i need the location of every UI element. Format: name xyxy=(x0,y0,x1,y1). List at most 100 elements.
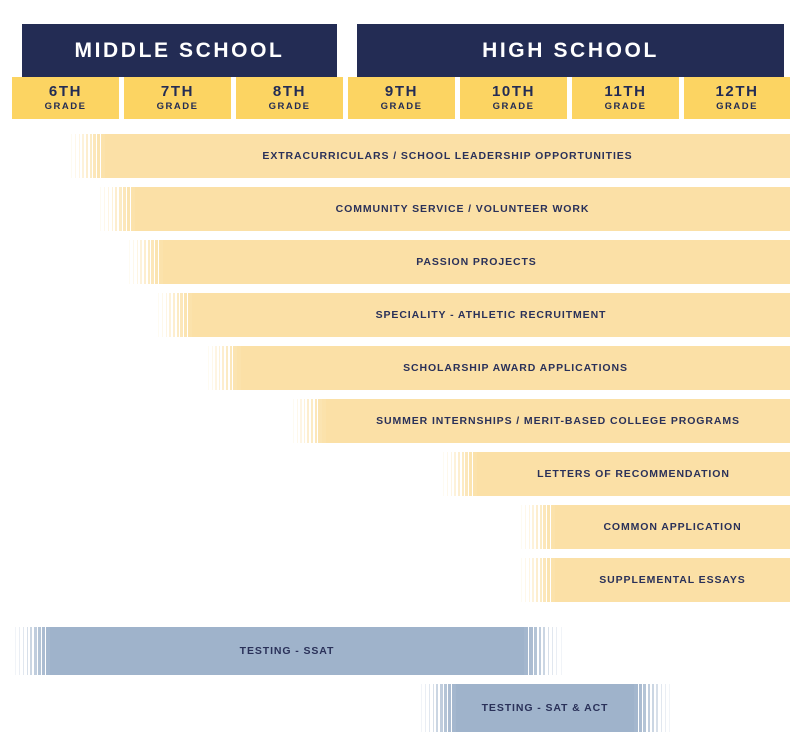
fade-stripe xyxy=(159,240,163,284)
task-bar-label: LETTERS OF RECOMMENDATION xyxy=(537,468,730,480)
task-bar-body[interactable]: EXTRACURRICULARS / SCHOOL LEADERSHIP OPP… xyxy=(105,134,790,178)
task-bar-body[interactable]: PASSION PROJECTS xyxy=(163,240,790,284)
fade-stripe xyxy=(115,187,118,231)
fade-stripe xyxy=(425,684,427,732)
fade-stripe xyxy=(432,684,435,732)
task-bar-body[interactable]: COMMUNITY SERVICE / VOLUNTEER WORK xyxy=(135,187,790,231)
fade-stripe xyxy=(208,346,209,390)
fade-stripe xyxy=(161,293,163,337)
task-bar-body[interactable]: SUPPLEMENTAL ESSAYS xyxy=(555,558,790,602)
fade-stripe xyxy=(296,399,298,443)
bar-fade-left xyxy=(155,293,192,337)
fade-stripe xyxy=(436,684,439,732)
fade-stripe xyxy=(140,240,142,284)
fade-stripe xyxy=(447,684,452,732)
fade-stripe xyxy=(293,399,294,443)
task-bar-label: SUMMER INTERNSHIPS / MERIT-BASED COLLEGE… xyxy=(376,415,740,427)
fade-stripe xyxy=(15,627,17,675)
fade-stripe xyxy=(82,134,84,178)
fade-stripe xyxy=(136,240,138,284)
fade-stripe xyxy=(218,346,221,390)
fade-stripe xyxy=(532,558,534,602)
fade-stripe xyxy=(660,684,662,732)
fade-stripe xyxy=(122,187,126,231)
fade-stripe xyxy=(303,399,306,443)
fade-stripe xyxy=(535,558,538,602)
fade-stripe xyxy=(129,240,131,284)
fade-stripe xyxy=(74,134,76,178)
task-bar-label: SCHOLARSHIP AWARD APPLICATIONS xyxy=(403,362,628,374)
task-bar-label: EXTRACURRICULARS / SCHOOL LEADERSHIP OPP… xyxy=(262,150,633,162)
fade-stripe xyxy=(543,505,547,549)
fade-stripe xyxy=(176,293,179,337)
bar-fade-left xyxy=(290,399,326,443)
fade-stripe xyxy=(19,627,21,675)
fade-stripe xyxy=(634,684,639,732)
task-row: SPECIALITY - ATHLETIC RECRUITMENT xyxy=(0,293,800,337)
fade-stripe xyxy=(37,627,41,675)
fade-stripe xyxy=(100,187,102,231)
fade-stripe xyxy=(532,505,534,549)
fade-stripe xyxy=(147,240,150,284)
fade-stripe xyxy=(529,627,533,675)
fade-stripe xyxy=(664,684,666,732)
fade-stripe xyxy=(452,684,456,732)
fade-stripe xyxy=(668,684,670,732)
fade-stripe xyxy=(211,346,213,390)
task-bar-label: SPECIALITY - ATHLETIC RECRUITMENT xyxy=(375,309,607,321)
fade-stripe xyxy=(647,684,651,732)
fade-stripe xyxy=(89,134,92,178)
task-bar-body[interactable]: LETTERS OF RECOMMENDATION xyxy=(477,452,790,496)
fade-stripe xyxy=(34,627,37,675)
task-row: PASSION PROJECTS xyxy=(0,240,800,284)
school-band-high: HIGH SCHOOL xyxy=(357,24,784,77)
grade-word: GRADE xyxy=(156,101,199,113)
fade-stripe xyxy=(543,627,546,675)
fade-stripe xyxy=(237,346,241,390)
task-row: COMMON APPLICATION xyxy=(0,505,800,549)
task-bar-body[interactable]: TESTING - SAT & ACT xyxy=(456,684,634,732)
fade-stripe xyxy=(111,187,114,231)
fade-stripe xyxy=(26,627,29,675)
fade-stripe xyxy=(454,452,456,496)
bar-fade-left xyxy=(518,505,555,549)
bar-fade-left xyxy=(205,346,241,390)
bar-fade-right xyxy=(634,684,673,732)
grade-word: GRADE xyxy=(716,101,758,113)
fade-stripe xyxy=(30,627,33,675)
fade-stripe xyxy=(560,627,562,675)
fade-stripe xyxy=(533,627,537,675)
task-row: TESTING - SAT & ACT xyxy=(0,684,800,732)
task-bar-body[interactable]: SUMMER INTERNSHIPS / MERIT-BASED COLLEGE… xyxy=(326,399,790,443)
fade-stripe xyxy=(524,505,526,549)
fade-stripe xyxy=(180,293,184,337)
task-bar-body[interactable]: SCHOLARSHIP AWARD APPLICATIONS xyxy=(241,346,790,390)
grade-word: GRADE xyxy=(44,101,87,113)
fade-stripe xyxy=(93,134,97,178)
fade-stripe xyxy=(457,452,460,496)
fade-stripe xyxy=(318,399,322,443)
fade-stripe xyxy=(547,505,551,549)
task-bar-body[interactable]: COMMON APPLICATION xyxy=(555,505,790,549)
bar-fade-left xyxy=(12,627,50,675)
fade-stripe xyxy=(165,293,167,337)
grade-number: 6TH xyxy=(48,82,83,100)
fade-stripe xyxy=(107,187,110,231)
grade-number: 9TH xyxy=(384,82,419,100)
task-row: EXTRACURRICULARS / SCHOOL LEADERSHIP OPP… xyxy=(0,134,800,178)
fade-stripe xyxy=(652,684,655,732)
fade-stripe xyxy=(521,505,523,549)
task-bar-label: TESTING - SSAT xyxy=(239,645,335,657)
task-bar-body[interactable]: TESTING - SSAT xyxy=(50,627,524,675)
task-bar-body[interactable]: SPECIALITY - ATHLETIC RECRUITMENT xyxy=(192,293,790,337)
fade-stripe xyxy=(300,399,302,443)
bar-fade-left xyxy=(68,134,105,178)
fade-stripe xyxy=(539,558,542,602)
fade-stripe xyxy=(556,627,558,675)
task-bar-label: TESTING - SAT & ACT xyxy=(481,702,609,714)
fade-stripe xyxy=(538,627,542,675)
fade-stripe xyxy=(443,452,445,496)
